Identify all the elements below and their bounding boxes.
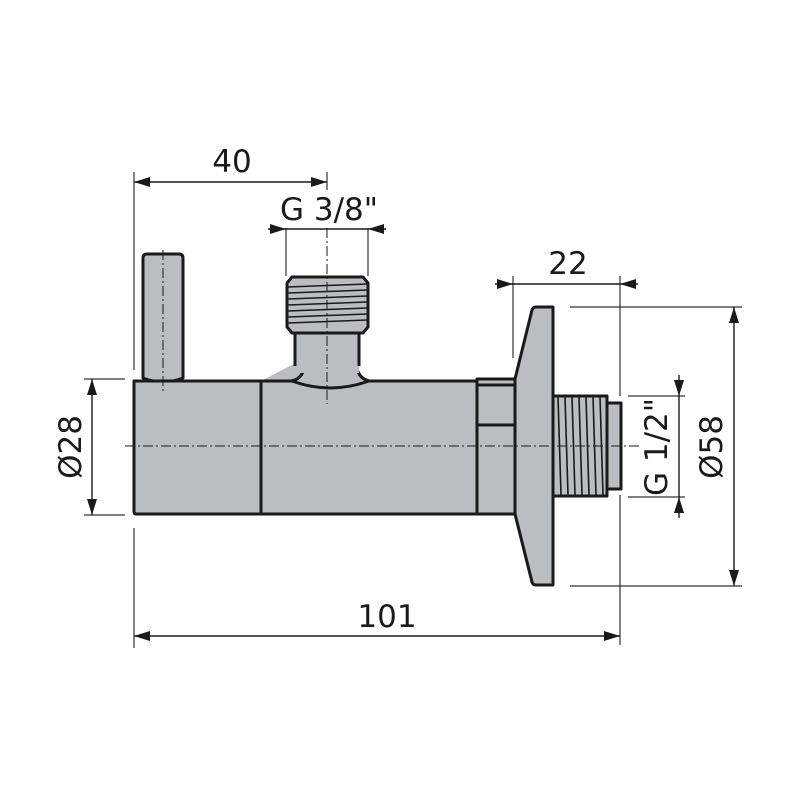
- dimension-d58: Ø58: [694, 307, 739, 586]
- dimension-40: 40: [134, 144, 327, 187]
- dimension-40-label: 40: [212, 144, 251, 180]
- dimension-22-label: 22: [548, 246, 587, 282]
- dimension-g12-label: G 1/2": [639, 398, 675, 496]
- body-middle-fill: [259, 333, 479, 516]
- body-left-section: [132, 379, 263, 516]
- dimension-g38: G 3/8": [268, 192, 386, 234]
- center-lines: [125, 228, 640, 447]
- outlet-saddle-curve: [291, 379, 370, 390]
- dimension-d58-label: Ø58: [694, 415, 730, 479]
- extension-lines: [84, 172, 742, 648]
- dimension-101: 101: [134, 599, 620, 641]
- valve-body-group: [132, 252, 623, 587]
- dimension-d28: Ø28: [53, 379, 97, 515]
- dimension-22: 22: [495, 246, 638, 289]
- dimension-101-label: 101: [357, 599, 416, 635]
- outlet-neck-edges: [293, 333, 361, 366]
- dimension-d28-label: Ø28: [53, 415, 89, 479]
- dimension-g38-label: G 3/8": [280, 192, 378, 228]
- dimension-g12: G 1/2": [639, 375, 684, 518]
